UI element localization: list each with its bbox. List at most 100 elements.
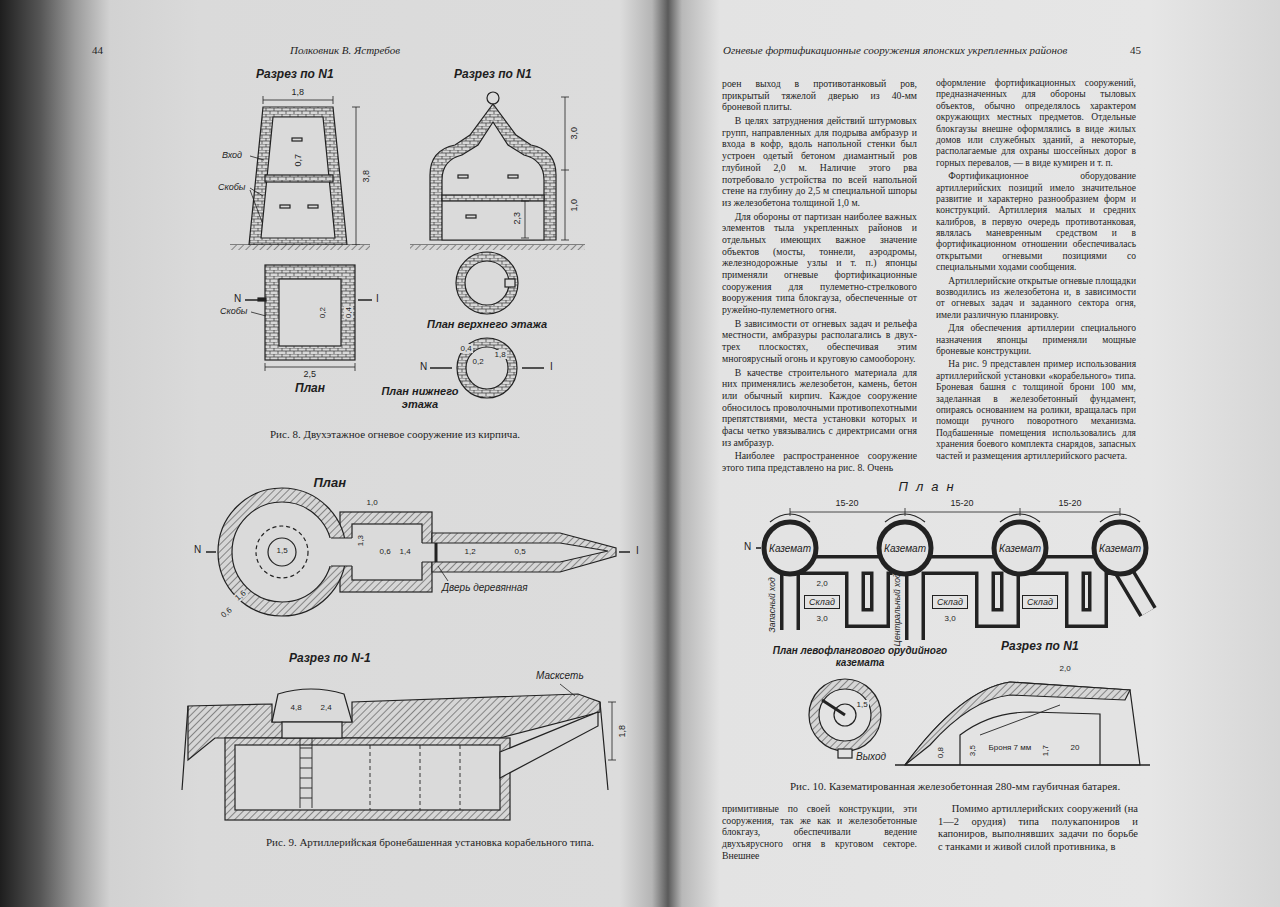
casemate-circle: Каземат (876, 519, 934, 577)
figure-9 (206, 551, 630, 553)
figure-9 (256, 526, 308, 578)
figure-9 (560, 684, 575, 696)
figure-8 (466, 215, 476, 218)
figure-8 (230, 92, 585, 398)
storage-box: Склад (804, 595, 840, 609)
figure-9 (235, 745, 500, 810)
running-head: Огневые фортификационные сооружения япон… (723, 44, 1067, 57)
figure-8 (457, 338, 517, 398)
callout: Центральный ход (892, 572, 902, 647)
section-mark: I (636, 545, 639, 557)
figure-caption: Рис. 10. Казематированная железобетонная… (790, 780, 1120, 793)
figure-8 (251, 312, 266, 316)
figure-10 (905, 682, 1140, 765)
view-title: План верхнего этажа (427, 318, 547, 331)
section-title: Разрез по N1 (1001, 640, 1079, 654)
section-title: Разрез по N1 (454, 68, 532, 82)
dimension: 1,6 (232, 587, 248, 602)
dimension: Броня 7 мм (988, 743, 1033, 752)
view-title: План (899, 480, 962, 495)
figure-9 (268, 538, 296, 566)
casemate-circle: Каземат (991, 519, 1049, 577)
dimension: 1,5 (276, 546, 289, 555)
text-column: роен выход в противотанковый ров, прикры… (722, 78, 917, 476)
figure-8 (308, 205, 318, 208)
figure-9 (500, 712, 598, 778)
body-paragraph: роен выход в противотанковый ров, прикры… (722, 78, 917, 113)
figure-caption: Рис. 8. Двухэтажное огневое сооружение и… (270, 428, 520, 441)
figure-9 (435, 543, 438, 562)
dimension: 0,5 (514, 547, 527, 556)
figure-8 (465, 261, 509, 305)
view-title: План (295, 382, 325, 396)
text-column: оформление фортификационных сооружений, … (936, 78, 1136, 464)
figure-10 (770, 514, 1140, 522)
figure-8 (456, 252, 518, 314)
figure-10 (809, 679, 881, 751)
figure-9 (352, 524, 422, 580)
body-paragraph: Для обороны от партизан наиболее важных … (722, 211, 917, 316)
dimension: 3,5 (967, 744, 976, 757)
figure-10 (756, 508, 1150, 765)
casemate-circle: Каземат (761, 519, 819, 577)
callout: Масксеть (536, 670, 584, 682)
body-paragraph: На рис. 9 представлен пример использован… (936, 359, 1136, 462)
figure-10 (756, 547, 761, 549)
dimension: 15-20 (951, 498, 974, 508)
dimension: 1,0 (569, 198, 579, 213)
running-head: Полковник В. Ястребов (290, 44, 400, 57)
view-title: План нижнего этажа (378, 385, 463, 410)
figure-9 (282, 722, 342, 738)
figure-10 (905, 682, 1130, 765)
dimension: 1,5 (856, 700, 869, 709)
body-paragraph: Фортификационное оборудование артиллерий… (936, 171, 1136, 274)
dimension: 1,0 (366, 498, 379, 507)
dimension: 3,0 (569, 126, 579, 141)
figure-8 (352, 107, 360, 245)
section-mark: N (744, 541, 751, 553)
dimension: 4,8 (290, 703, 303, 712)
dimension: 1,8 (291, 87, 306, 97)
body-paragraph: В качестве строительного материала для н… (722, 367, 917, 449)
body-paragraph: примитивные по своей конструкции, эти со… (722, 803, 917, 861)
figure-8 (292, 138, 302, 141)
dimension: 3,8 (361, 169, 371, 184)
figure-8 (487, 92, 499, 104)
dimension: 0,2 (317, 306, 326, 319)
figure-10 (790, 508, 1120, 516)
figure-8 (508, 175, 518, 178)
dimension: 3,0 (816, 614, 829, 623)
node-text: Склад (937, 597, 963, 607)
dimension: 15-20 (1059, 498, 1082, 508)
dimension: 2,0 (816, 579, 829, 588)
figure-9 (422, 543, 608, 562)
body-paragraph: Артиллерийские открытые огневые площадки… (936, 276, 1136, 322)
figure-8 (561, 97, 569, 240)
figure-caption: Рис. 9. Артиллерийская бронебашенная уст… (266, 836, 594, 849)
dimension: 20 (1070, 743, 1081, 752)
casemate-outline (764, 522, 816, 574)
callout: Скобы (220, 306, 247, 316)
section-mark: I (550, 361, 553, 373)
section-mark: N (420, 361, 427, 373)
callout: Выход (856, 751, 886, 763)
body-paragraph: оформление фортификационных сооружений, … (936, 78, 1136, 169)
figure-8 (505, 279, 515, 287)
node-text: Склад (809, 597, 835, 607)
figure-9 (182, 488, 630, 820)
figure-10 (960, 712, 1100, 765)
callout: Вход (222, 150, 242, 160)
figure-8 (265, 265, 355, 360)
body-paragraph: Наиболее распространенное сооружение это… (722, 450, 917, 473)
body-paragraph: В целях затруднения действий штурмовых г… (722, 115, 917, 209)
dimension: 0,7 (293, 153, 303, 168)
figure-9 (331, 538, 352, 566)
figure-10 (790, 565, 1148, 640)
figure-8 (430, 104, 556, 240)
section-title: Разрез по N1 (256, 68, 334, 82)
figure-9 (420, 543, 608, 562)
casemate-outline (879, 522, 931, 574)
dimension: 1,4 (399, 547, 412, 556)
body-paragraph: В зависимости от огневых задач и рельефа… (722, 318, 917, 365)
node-text: Каземат (884, 543, 926, 554)
